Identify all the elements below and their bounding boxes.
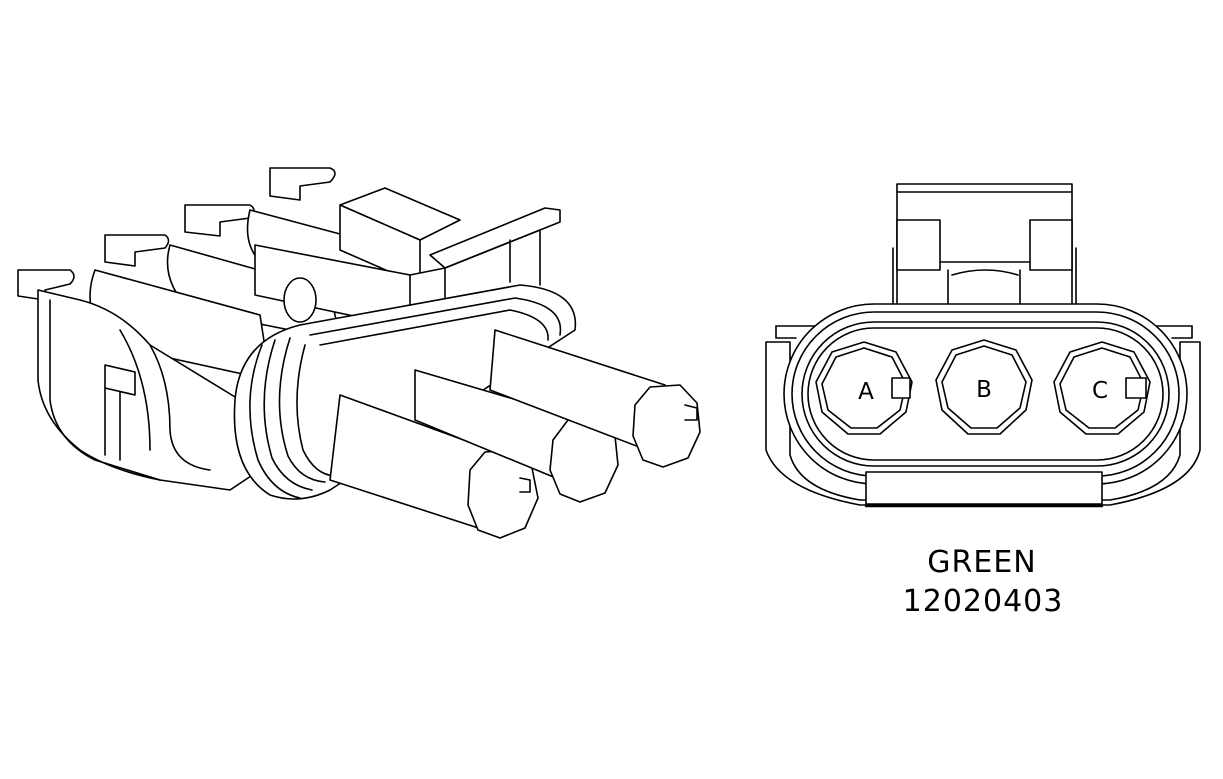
cavity-b: B <box>935 339 1033 435</box>
terminal-label-b: B <box>976 377 992 403</box>
terminal-barrel-b <box>414 369 619 503</box>
terminal-barrel-c <box>489 329 701 468</box>
terminal-label-c: C <box>1092 378 1108 404</box>
connector-front-view: A B C <box>765 183 1201 508</box>
connector-isometric-view <box>17 167 701 539</box>
connector-part-number: 12020403 <box>903 584 1064 619</box>
cavity-c: C <box>1053 341 1151 435</box>
terminal-label-a: A <box>858 379 874 405</box>
cavity-a: A <box>815 341 913 435</box>
connector-color-label: GREEN <box>927 545 1036 580</box>
